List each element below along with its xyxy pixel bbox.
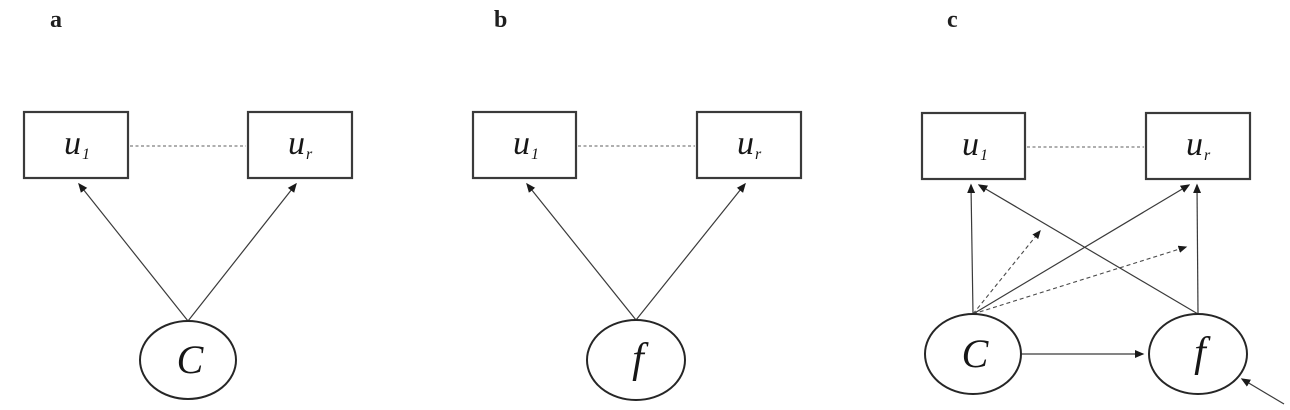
panel-a-edge-C-to-ur — [187, 182, 297, 322]
panel-c-edge-residual-to-f — [1240, 378, 1285, 405]
panel-b-edge-f-to-u1 — [526, 182, 637, 321]
panel-c-ur-label: u — [1186, 126, 1203, 163]
panel-b-label: b — [494, 7, 507, 33]
panel-a-label: a — [50, 7, 62, 33]
panel-a-ur-subscript: r — [306, 146, 313, 163]
panel-a-ur-label: u — [288, 125, 305, 162]
panel-a-edge-C-to-u1 — [78, 182, 189, 322]
panel-c-node-u1-box — [920, 111, 1027, 181]
panel-c-label: c — [947, 7, 958, 33]
panel-b-node-ur-box — [695, 110, 803, 180]
panel-b-node-f-ellipse — [586, 319, 686, 401]
panel-b-node-u1-box — [471, 110, 578, 180]
panel-b: b u 1 u r f — [471, 7, 803, 401]
panel-c-C-label: C — [962, 331, 990, 376]
panel-c-edge-C-dashed-toward-u1 — [972, 229, 1041, 315]
panel-c-node-f-ellipse — [1148, 313, 1248, 395]
panel-c-node-ur-box — [1144, 111, 1252, 181]
panel-a-node-u1-box — [22, 110, 130, 180]
panel-b-ur-label: u — [737, 125, 754, 162]
panel-c-edge-C-to-ur — [972, 184, 1191, 315]
panel-c-node-C-ellipse — [924, 313, 1022, 395]
panel-b-edge-f-to-ur — [635, 182, 746, 321]
panel-b-ur-subscript: r — [755, 146, 762, 163]
panel-c-ur-subscript: r — [1204, 147, 1211, 164]
panel-c-u1-label: u — [962, 126, 979, 163]
panel-a-C-label: C — [177, 337, 205, 382]
panel-c-edge-f-to-u1 — [977, 184, 1199, 315]
panel-a-u1-subscript: 1 — [82, 146, 90, 163]
panel-c-edge-C-dashed-toward-ur — [972, 245, 1188, 315]
panel-b-u1-label: u — [513, 125, 530, 162]
panel-c-u1-subscript: 1 — [980, 147, 988, 164]
panel-c: c u 1 u r C f — [920, 7, 1285, 405]
panel-c-edge-C-to-u1 — [967, 183, 976, 315]
panel-c-edge-f-to-ur — [1193, 183, 1202, 315]
panel-a-node-C-ellipse — [139, 320, 237, 400]
panel-a-node-ur-box — [246, 110, 354, 180]
panel-a-u1-label: u — [64, 125, 81, 162]
panel-b-u1-subscript: 1 — [531, 146, 539, 163]
panel-a: a u 1 u r C — [22, 7, 354, 400]
